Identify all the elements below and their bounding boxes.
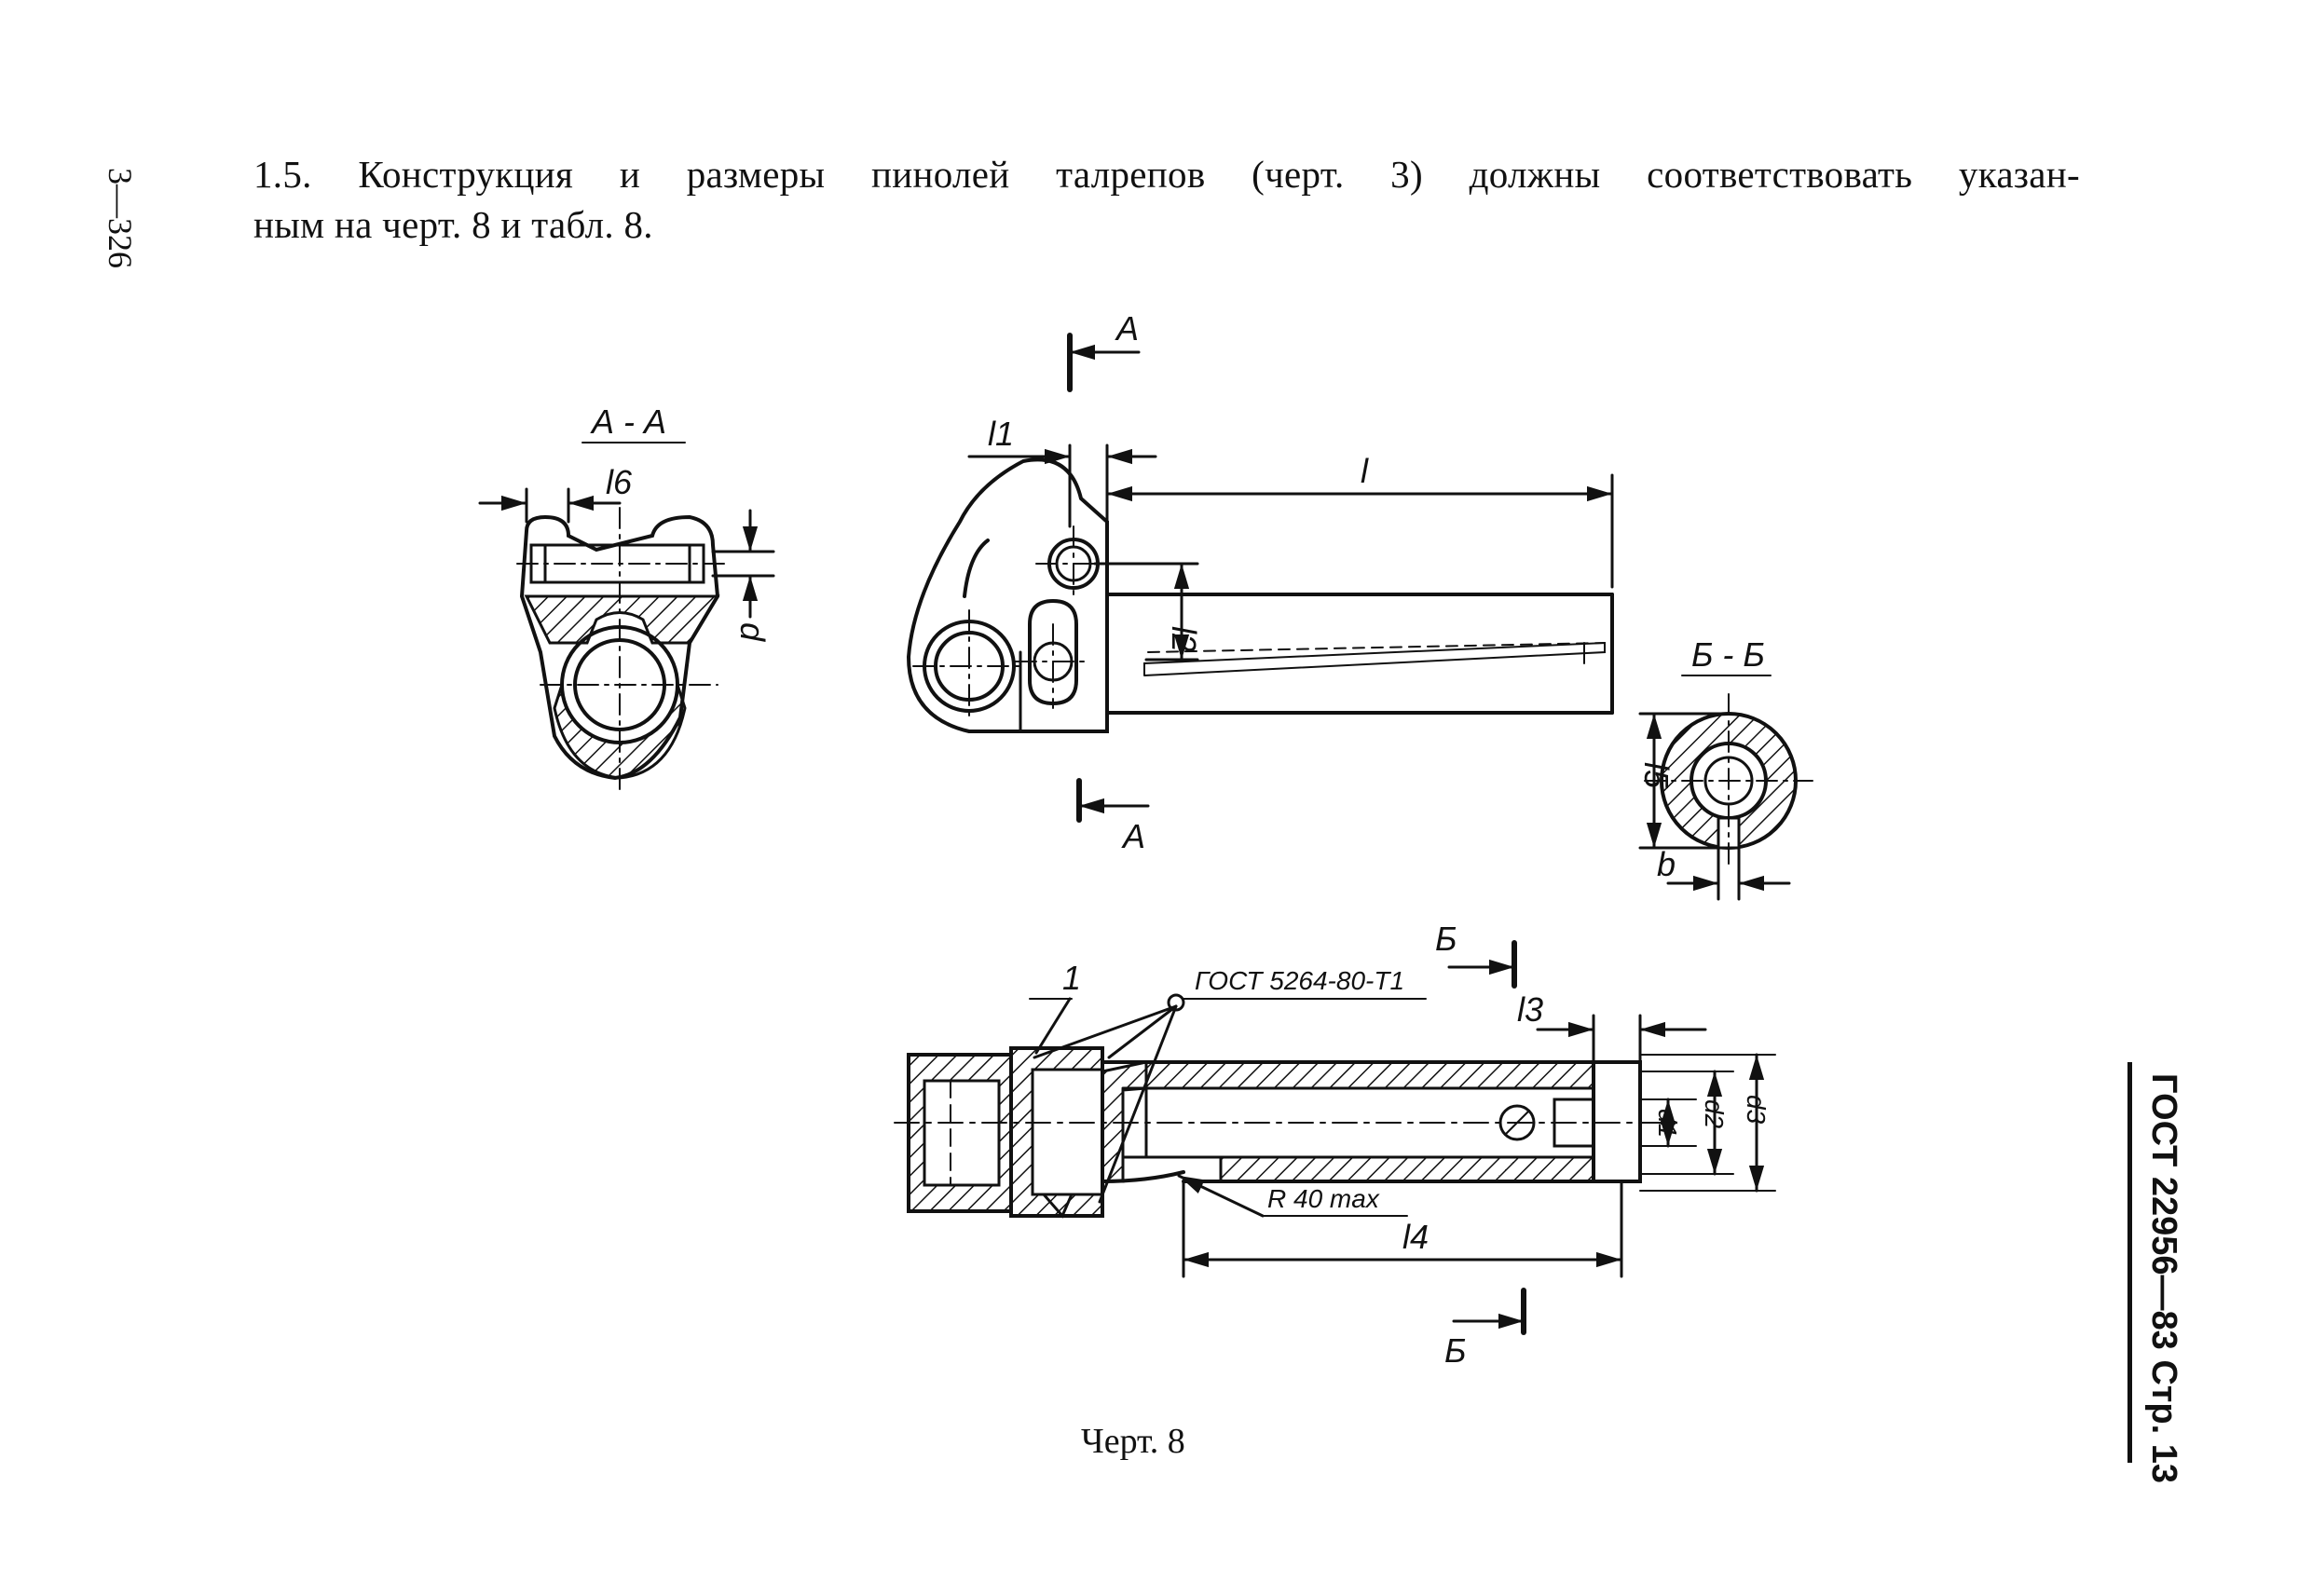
dim-label-l5: l5 xyxy=(1637,762,1676,789)
longitudinal-section-view xyxy=(894,940,1776,1335)
paragraph-1-5: 1.5. Конструкция и размеры пинолей талре… xyxy=(253,149,2080,250)
dim-label-l4: l4 xyxy=(1402,1218,1429,1256)
weld-note: ГОСТ 5264-80-Т1 xyxy=(1195,966,1404,995)
dim-label-d: d xyxy=(733,622,772,642)
dim-label-l2: l2 xyxy=(1165,626,1203,652)
radius-note: R 40 max xyxy=(1267,1184,1380,1213)
section-a-a-view xyxy=(478,442,775,793)
dim-label-l: l xyxy=(1361,452,1369,490)
section-a-a-title: А - А xyxy=(590,402,666,441)
dim-label-l1: l1 xyxy=(988,415,1014,453)
section-b-b-view xyxy=(1638,675,1813,901)
section-b-b-title: Б - Б xyxy=(1691,635,1765,674)
callout-1-label: 1 xyxy=(1062,959,1081,997)
main-view-pinol xyxy=(906,333,1614,823)
dim-label-l3: l3 xyxy=(1517,990,1543,1029)
cut-label-a-bottom: А xyxy=(1121,817,1145,855)
paragraph-line-2: ным на черт. 8 и табл. 8. xyxy=(253,203,653,246)
dim-label-l6: l6 xyxy=(606,463,633,501)
side-rule xyxy=(2127,1062,2132,1463)
cut-label-b-bottom: Б xyxy=(1444,1331,1466,1370)
dim-label-d2: d2 xyxy=(1700,1099,1729,1129)
cut-label-a-top: А xyxy=(1115,309,1139,348)
side-header: ГОСТ 22956—83 Стр. 13 xyxy=(2144,1073,2183,1484)
drawing-caption: Черт. 8 xyxy=(1081,1422,1185,1461)
dim-label-b: b xyxy=(1657,845,1676,883)
dim-label-d1: d1 xyxy=(1653,1109,1682,1138)
cut-label-b-top: Б xyxy=(1435,920,1457,958)
dim-label-d3: d3 xyxy=(1742,1095,1771,1125)
paragraph-line-1: 1.5. Конструкция и размеры пинолей талре… xyxy=(253,153,2080,196)
